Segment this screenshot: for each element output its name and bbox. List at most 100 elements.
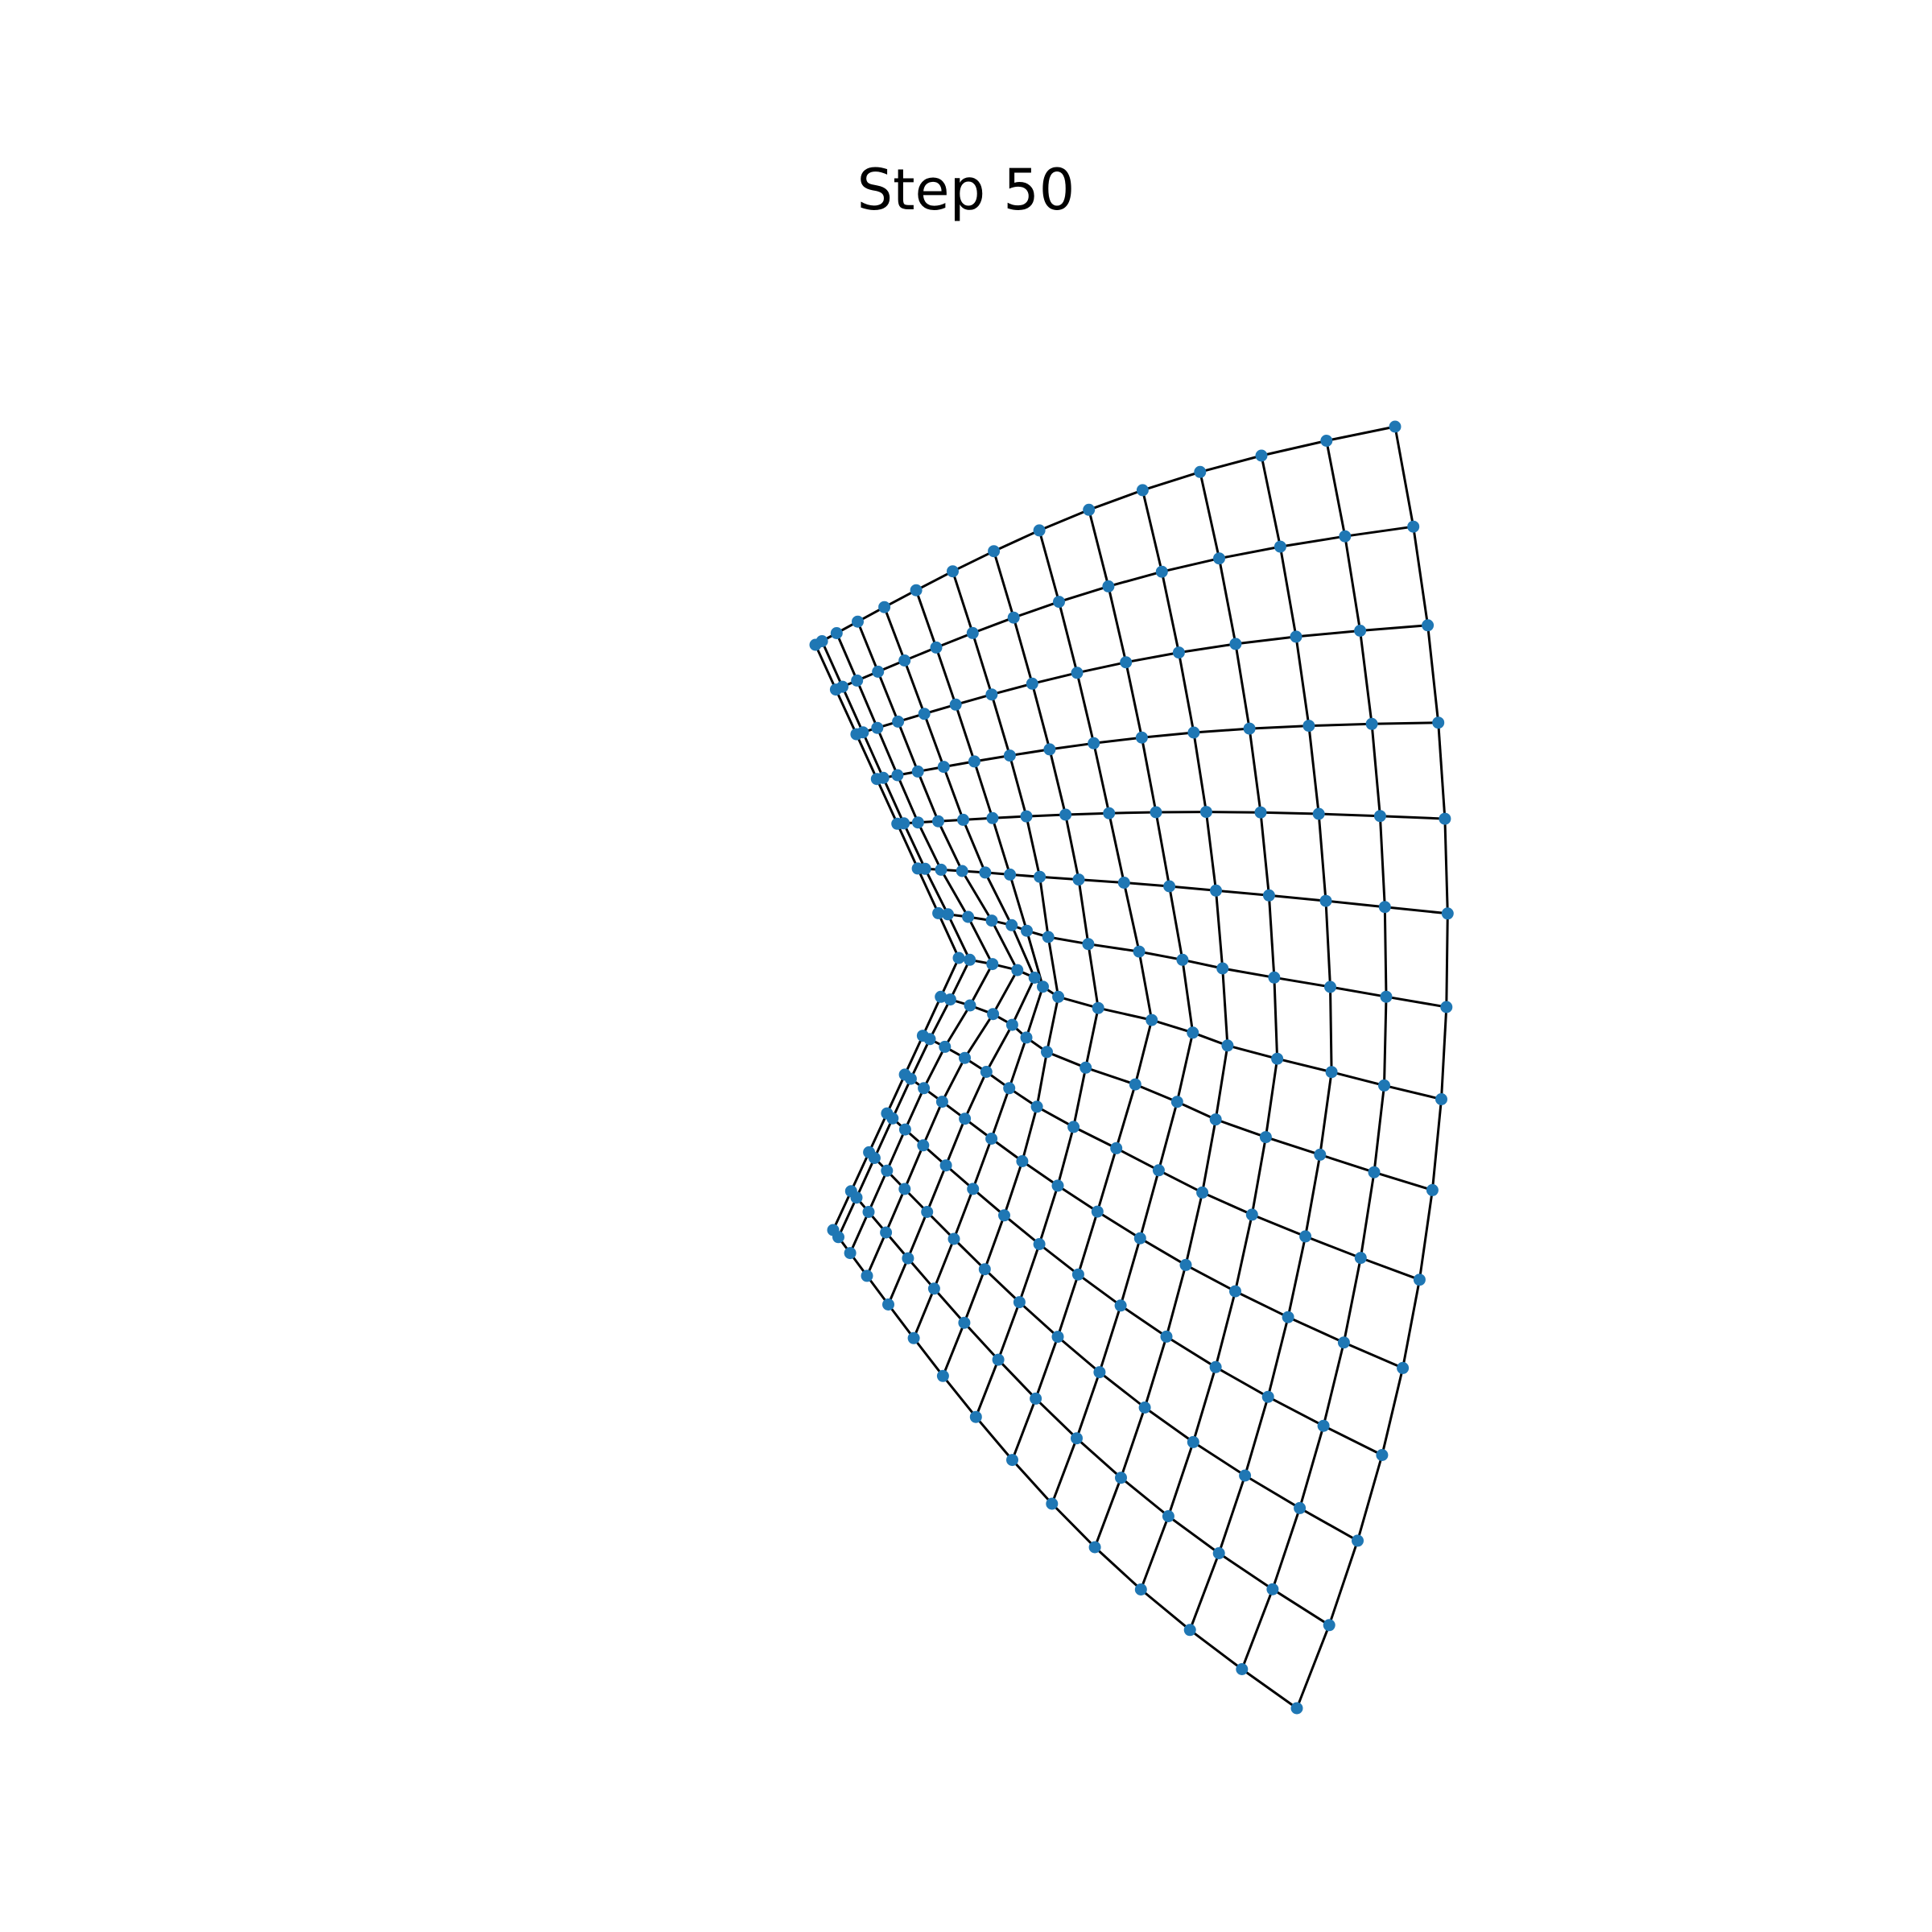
mesh-node: [1170, 1096, 1183, 1108]
mesh-node: [919, 862, 931, 875]
mesh-edge: [928, 998, 952, 1040]
mesh-nodes: [809, 420, 1454, 1715]
mesh-node: [1196, 1186, 1209, 1199]
mesh-node: [1312, 807, 1325, 820]
mesh-edge: [1273, 977, 1279, 1059]
mesh-edge: [914, 589, 938, 648]
mesh-node: [1259, 1131, 1272, 1144]
mesh-node: [1037, 980, 1049, 993]
mesh-edge: [910, 1038, 931, 1080]
mesh-edge: [1051, 1438, 1078, 1505]
mesh-edge: [1047, 935, 1089, 946]
mesh-node: [1440, 1001, 1453, 1013]
mesh-edge: [1011, 1397, 1038, 1461]
mesh-edge: [1418, 1190, 1434, 1280]
mesh-edge: [922, 1101, 943, 1146]
mesh-edge: [1161, 557, 1220, 573]
mesh-edge: [1137, 951, 1154, 1021]
mesh-edge: [972, 761, 994, 819]
mesh-edge: [1046, 1051, 1087, 1069]
mesh-node: [980, 1066, 993, 1078]
mesh-node: [964, 953, 976, 966]
mesh-node: [861, 1269, 873, 1282]
mesh-node: [880, 1226, 893, 1239]
mesh-edge: [1108, 570, 1162, 588]
mesh-edge: [933, 1238, 956, 1290]
mesh-node: [1323, 1619, 1335, 1632]
mesh-node: [1213, 552, 1225, 565]
mesh-edge: [848, 1211, 870, 1254]
mesh-edge: [835, 632, 859, 681]
mesh-node: [1194, 465, 1207, 478]
mesh-node: [985, 1133, 998, 1145]
mesh-edge: [1138, 1170, 1160, 1239]
mesh-edge: [972, 1137, 993, 1190]
mesh-edge: [1380, 815, 1445, 820]
mesh-edge: [1078, 878, 1125, 884]
mesh-edge: [990, 1088, 1011, 1139]
mesh-node: [1051, 1179, 1064, 1192]
mesh-edge: [1440, 1006, 1448, 1100]
mesh-edge: [1235, 635, 1297, 646]
mesh-edge: [1378, 815, 1386, 907]
mesh-edge: [1192, 1441, 1246, 1477]
mesh-node: [986, 811, 999, 824]
mesh-edge: [1072, 1125, 1117, 1150]
mesh-edge: [1219, 545, 1281, 560]
mesh-node: [904, 1072, 917, 1085]
mesh-edge: [1216, 889, 1269, 897]
mesh-edge: [1141, 489, 1163, 572]
mesh-node: [1136, 484, 1149, 497]
mesh-edge: [991, 682, 1033, 696]
mesh-node: [1163, 880, 1176, 893]
mesh-edge: [1166, 1335, 1216, 1368]
mesh-edge: [942, 1322, 966, 1377]
mesh-node: [943, 993, 956, 1006]
mesh-edge: [937, 912, 960, 959]
mesh-edge: [916, 770, 939, 822]
mesh-node: [1162, 1510, 1174, 1522]
mesh-edge: [1322, 1342, 1345, 1426]
mesh-node: [1071, 667, 1084, 679]
mesh-edge: [1051, 1502, 1096, 1549]
mesh-node: [1052, 990, 1065, 1003]
mesh-edge: [1445, 913, 1449, 1008]
mesh-edge: [902, 823, 927, 869]
mesh-edge: [1325, 440, 1347, 537]
mesh-edge: [1097, 1006, 1153, 1022]
mesh-edge: [943, 1005, 972, 1048]
mesh-edge: [1304, 1154, 1322, 1237]
mesh-edge: [1077, 1273, 1121, 1307]
mesh-node: [1155, 565, 1168, 578]
mesh-edge: [1307, 725, 1320, 815]
mesh-node: [1103, 807, 1116, 819]
mesh-edge: [1076, 661, 1127, 675]
mesh-node: [1397, 1361, 1410, 1374]
mesh-edge: [975, 1416, 1013, 1461]
mesh-edge: [967, 916, 994, 965]
mesh-node: [1028, 972, 1041, 984]
mesh-node: [1373, 810, 1386, 823]
mesh-edge: [1234, 1290, 1289, 1319]
mesh-node: [1212, 1547, 1225, 1559]
mesh-edge: [1244, 1396, 1269, 1476]
mesh-edge: [1085, 1066, 1136, 1086]
mesh-edge: [832, 1191, 852, 1231]
mesh-node: [998, 1209, 1010, 1222]
mesh-edge: [1295, 1624, 1331, 1709]
mesh-edge: [1140, 1588, 1191, 1631]
mesh-node: [1354, 1252, 1367, 1265]
mesh-node: [1290, 630, 1302, 643]
mesh-node: [1324, 980, 1336, 993]
mesh-edge: [942, 1375, 977, 1418]
mesh-edge: [1056, 1126, 1075, 1187]
mesh-edge: [1204, 811, 1217, 891]
mesh-edge: [1272, 1587, 1331, 1627]
mesh-edge: [962, 819, 987, 873]
mesh-edge: [1094, 1546, 1142, 1591]
mesh-node: [1199, 806, 1212, 819]
mesh-edge: [835, 688, 858, 735]
mesh-node: [957, 813, 969, 826]
mesh-edge: [990, 919, 1019, 971]
mesh-edge: [1030, 683, 1051, 750]
